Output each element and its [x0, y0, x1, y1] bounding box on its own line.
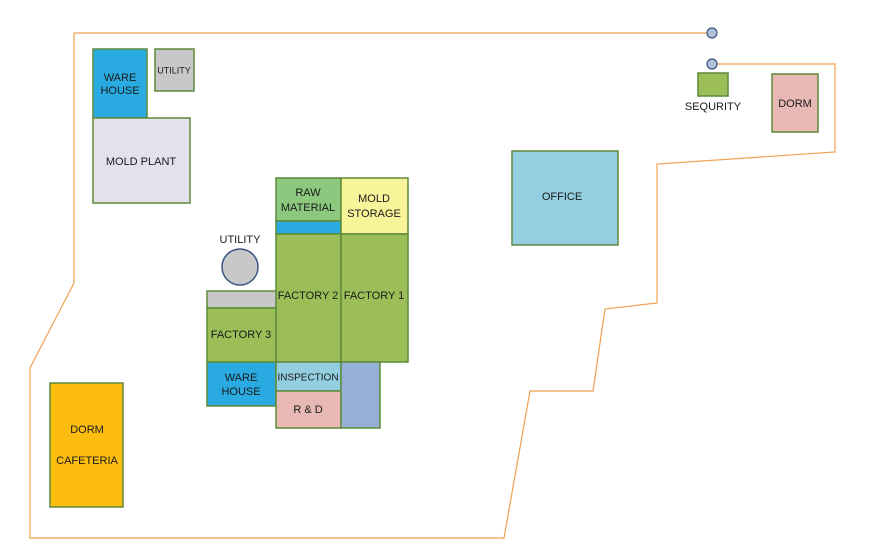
warehouse-bottom[interactable]: WARE HOUSE [206, 361, 277, 407]
security-label: SEQURITY [685, 101, 742, 113]
factory-2-label: FACTORY 2 [278, 290, 339, 302]
utility-top-label: UTILITY [157, 65, 191, 75]
warehouse-top-left[interactable]: WARE HOUSE [92, 48, 148, 119]
dorm-right-label: DORM [778, 98, 812, 110]
warehouse-bottom-label-line1: WARE [225, 372, 258, 384]
factory-1-label: FACTORY 1 [344, 290, 405, 302]
security-booth[interactable]: SEQURITY [685, 72, 742, 113]
raw-material-label-line2: MATERIAL [281, 202, 335, 214]
gate-marker-top [706, 27, 718, 39]
office-building[interactable]: OFFICE [511, 150, 619, 246]
r-and-d-building[interactable]: R & D [275, 390, 342, 429]
factory-2[interactable]: FACTORY 2 [275, 233, 342, 363]
utility-tank[interactable]: UTILITY [220, 234, 262, 286]
inspection-label: INSPECTION [277, 373, 338, 384]
raw-material-annex [275, 220, 342, 235]
mold-plant[interactable]: MOLD PLANT [92, 117, 191, 204]
mold-storage-label-line2: STORAGE [347, 208, 401, 220]
factory-3[interactable]: FACTORY 3 [206, 307, 277, 363]
inspection-building[interactable]: INSPECTION [275, 361, 342, 392]
dorm-right[interactable]: DORM [771, 73, 819, 133]
warehouse-bottom-label-line2: HOUSE [221, 386, 260, 398]
factory-3-annex [206, 290, 277, 309]
raw-material-building[interactable]: RAW MATERIAL [275, 177, 342, 222]
mold-plant-label: MOLD PLANT [106, 156, 177, 168]
office-label: OFFICE [542, 191, 582, 203]
factory-3-label: FACTORY 3 [211, 329, 272, 341]
warehouse-top-label-line2: HOUSE [100, 85, 139, 97]
dorm-cafeteria-label-line2: CAFETERIA [56, 455, 118, 467]
property-boundary-line [29, 32, 836, 539]
dorm-cafeteria-label-line1: DORM [70, 424, 104, 436]
gate-marker-bottom [706, 58, 718, 70]
mold-storage-building[interactable]: MOLD STORAGE [340, 177, 409, 235]
unlabeled-blue-building[interactable] [340, 361, 381, 429]
utility-tank-label: UTILITY [220, 234, 262, 246]
utility-top-left[interactable]: UTILITY [154, 48, 195, 92]
mold-storage-label-line1: MOLD [358, 193, 390, 205]
dorm-cafeteria-building[interactable]: DORM CAFETERIA [49, 382, 124, 508]
raw-material-label-line1: RAW [295, 187, 321, 199]
factory-1[interactable]: FACTORY 1 [340, 233, 409, 363]
warehouse-top-label-line1: WARE [104, 72, 137, 84]
r-and-d-label: R & D [293, 404, 322, 416]
